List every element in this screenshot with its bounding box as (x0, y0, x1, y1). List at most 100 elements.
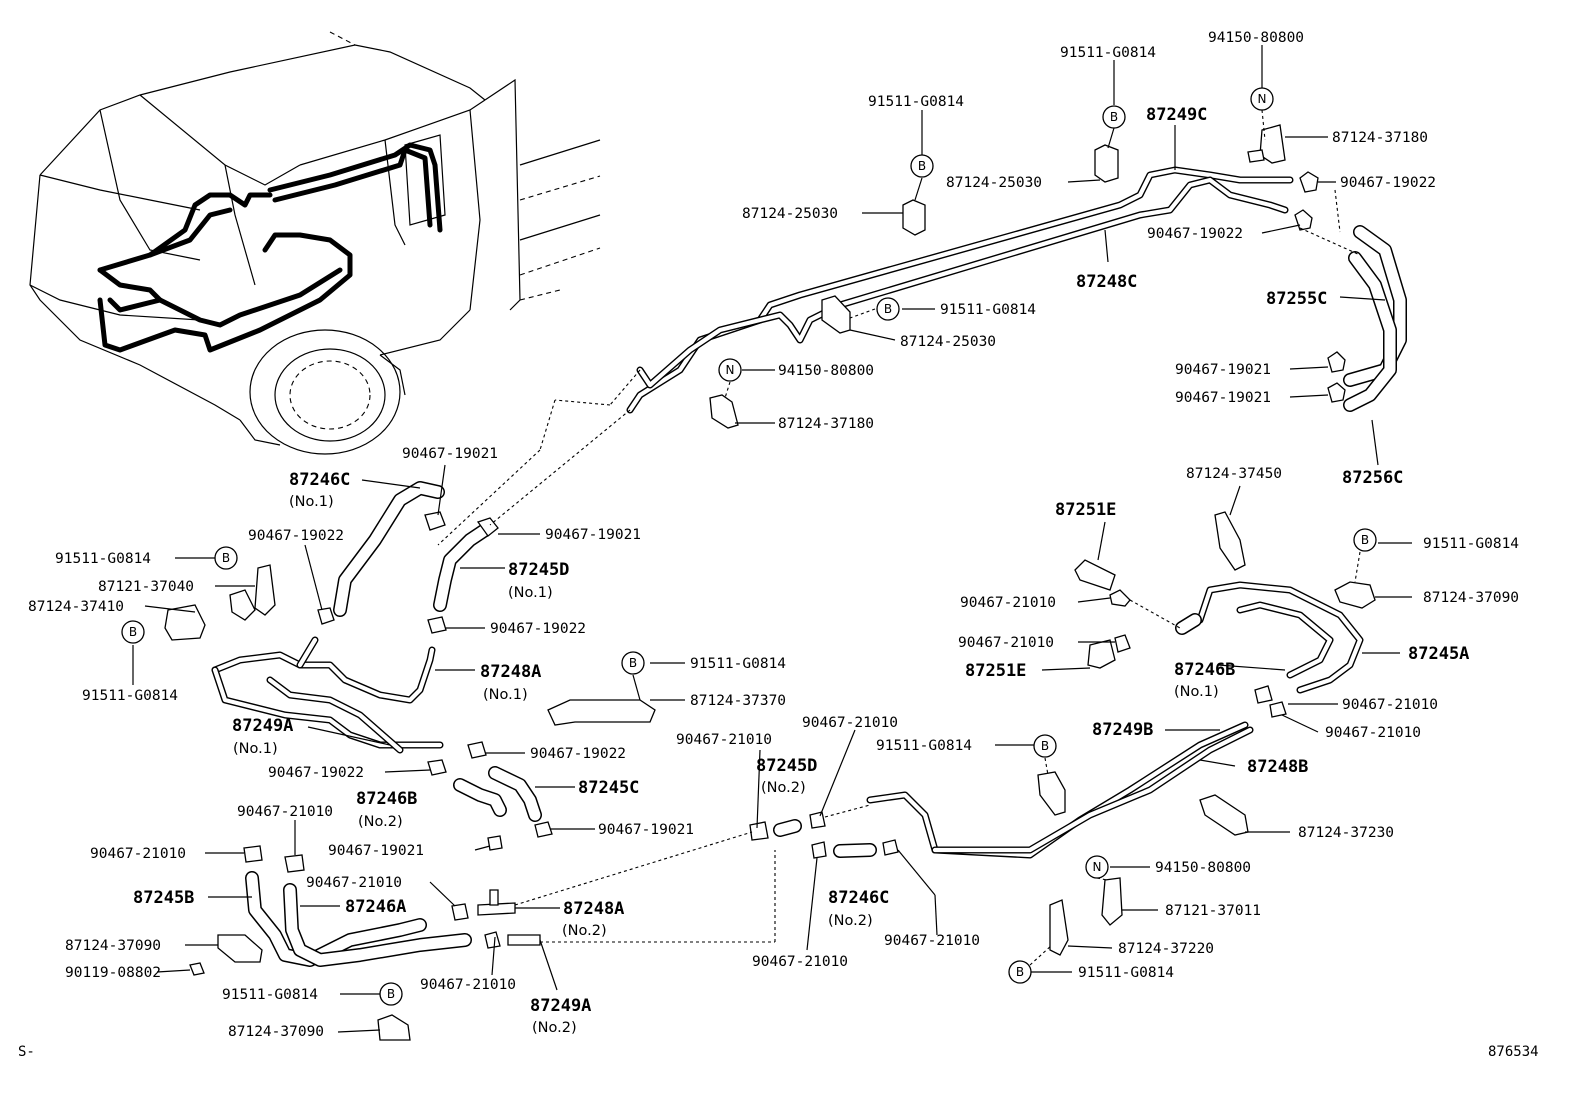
marker-n: N (726, 363, 735, 377)
part-label: 91511-G0814 (876, 738, 972, 754)
part-label: 87249A (232, 716, 293, 736)
part-label: 91511-G0814 (1078, 965, 1174, 981)
part-label: 87124-37450 (1186, 466, 1282, 482)
part-label: 90467-19021 (402, 446, 498, 462)
part-label: 87124-37410 (28, 599, 124, 615)
part-label: 87121-37011 (1165, 903, 1261, 919)
part-label: 94150-80800 (1208, 30, 1304, 46)
part-label: 87246B (356, 789, 417, 809)
part-label: 90467-21010 (306, 875, 402, 891)
marker-b: B (129, 625, 137, 639)
part-label: 90119-08802 (65, 965, 161, 981)
part-sublabel: (No.1) (483, 687, 528, 703)
part-label: 87124-37180 (1332, 130, 1428, 146)
marker-b: B (918, 159, 926, 173)
marker-n: N (1093, 860, 1102, 874)
leader-lines (132, 45, 1412, 1033)
part-label: 90467-21010 (676, 732, 772, 748)
main-pipes (211, 166, 1364, 859)
marker-b: B (1016, 965, 1024, 979)
part-sublabel: (No.1) (233, 741, 278, 757)
footer-left-code: S- (18, 1044, 35, 1060)
part-label: 87249A (530, 996, 591, 1016)
part-label: 90467-19022 (490, 621, 586, 637)
clips-and-brackets (164, 124, 1376, 1041)
part-label: 90467-19021 (1175, 390, 1271, 406)
part-label: 91511-G0814 (222, 987, 318, 1003)
reference-markers: B B N B N B B B B B N B B (121, 87, 1377, 1006)
part-label: 87124-37090 (1423, 590, 1519, 606)
part-label: 90467-19022 (530, 746, 626, 762)
part-label: 87251E (965, 661, 1026, 681)
part-sublabel: (No.1) (1174, 684, 1219, 700)
part-label: 87245B (133, 888, 194, 908)
part-label: 87256C (1342, 468, 1403, 488)
part-label: 87246C (289, 470, 350, 490)
part-labels: 91511-G0814 94150-80800 91511-G0814 8724… (28, 30, 1519, 1040)
part-label: 91511-G0814 (1423, 536, 1519, 552)
part-label: 90467-21010 (1342, 697, 1438, 713)
marker-b: B (1041, 739, 1049, 753)
part-label: 87124-25030 (900, 334, 996, 350)
part-label: 87124-37230 (1298, 825, 1394, 841)
part-label: 87121-37040 (98, 579, 194, 595)
part-label: 90467-19022 (1147, 226, 1243, 242)
part-label: 90467-19021 (1175, 362, 1271, 378)
part-label: 90467-19022 (248, 528, 344, 544)
part-label: 87124-37090 (65, 938, 161, 954)
part-label: 90467-21010 (237, 804, 333, 820)
part-label: 90467-21010 (802, 715, 898, 731)
marker-n: N (1258, 92, 1267, 106)
part-label: 90467-19022 (268, 765, 364, 781)
part-sublabel: (No.2) (761, 780, 806, 796)
part-label: 90467-21010 (958, 635, 1054, 651)
part-label: 90467-21010 (420, 977, 516, 993)
part-label: 87245D (756, 756, 817, 776)
marker-b: B (222, 551, 230, 565)
part-label: 90467-21010 (884, 933, 980, 949)
part-sublabel: (No.1) (289, 494, 334, 510)
part-label: 87124-37180 (778, 416, 874, 432)
part-label: 87245D (508, 560, 569, 580)
part-label: 87246B (1174, 660, 1235, 680)
part-label: 87124-25030 (946, 175, 1042, 191)
part-sublabel: (No.2) (532, 1020, 577, 1036)
marker-b: B (1110, 110, 1118, 124)
part-label: 91511-G0814 (868, 94, 964, 110)
part-label: 87251E (1055, 500, 1116, 520)
footer-figure-number: 876534 (1488, 1044, 1539, 1060)
marker-b: B (1361, 533, 1369, 547)
part-label: 90467-19021 (545, 527, 641, 543)
rubber-hoses (245, 225, 1407, 967)
part-label: 87124-37090 (228, 1024, 324, 1040)
part-label: 91511-G0814 (1060, 45, 1156, 61)
part-label: 94150-80800 (778, 363, 874, 379)
part-label: 87245A (1408, 644, 1469, 664)
part-label: 91511-G0814 (82, 688, 178, 704)
part-label: 87246C (828, 888, 889, 908)
part-label: 87248C (1076, 272, 1137, 292)
part-label: 90467-19021 (598, 822, 694, 838)
part-label: 87248A (480, 662, 541, 682)
part-label: 94150-80800 (1155, 860, 1251, 876)
part-sublabel: (No.2) (562, 923, 607, 939)
part-label: 91511-G0814 (940, 302, 1036, 318)
marker-b: B (629, 656, 637, 670)
part-label: 87249C (1146, 105, 1207, 125)
part-label: 87248B (1247, 757, 1308, 777)
part-label: 87124-25030 (742, 206, 838, 222)
marker-b: B (387, 987, 395, 1001)
part-label: 90467-21010 (752, 954, 848, 970)
part-label: 87245C (578, 778, 639, 798)
part-label: 87249B (1092, 720, 1153, 740)
part-label: 87124-37370 (690, 693, 786, 709)
marker-b: B (884, 302, 892, 316)
part-label: 87124-37220 (1118, 941, 1214, 957)
part-sublabel: (No.2) (828, 913, 873, 929)
part-label: 87255C (1266, 289, 1327, 309)
part-label: 91511-G0814 (55, 551, 151, 567)
part-sublabel: (No.1) (508, 585, 553, 601)
part-label: 91511-G0814 (690, 656, 786, 672)
part-label: 90467-21010 (90, 846, 186, 862)
